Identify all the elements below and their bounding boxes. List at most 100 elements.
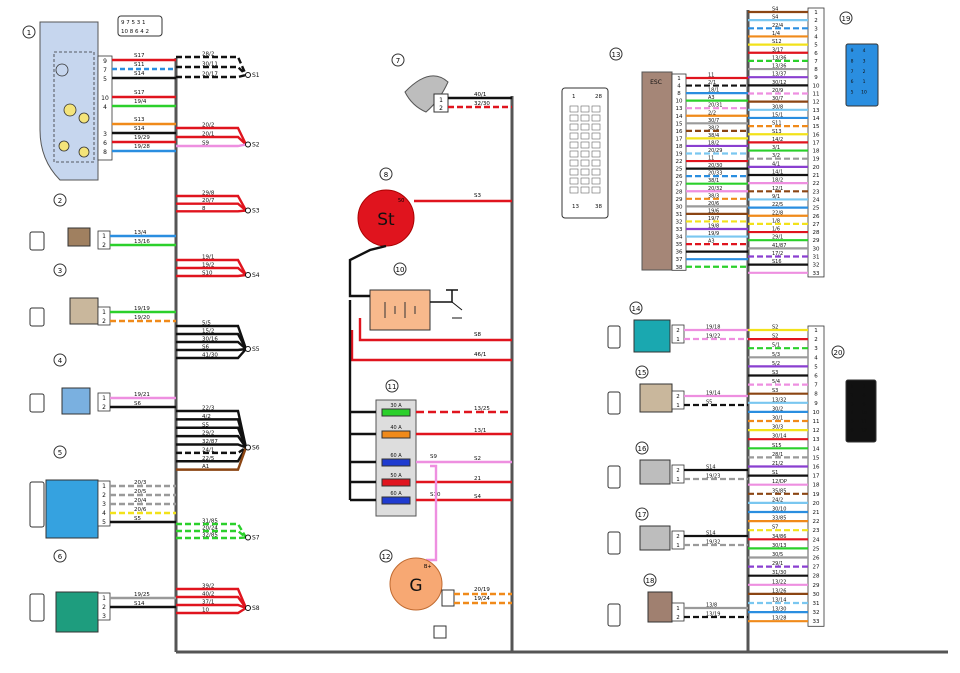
- fuse-rating: 40 A: [390, 425, 402, 431]
- block-pin-number: 29: [813, 583, 820, 589]
- block-wire-label: 30/3: [772, 425, 783, 431]
- pin-cell: [580, 168, 590, 176]
- block-pin-number: 21: [813, 510, 820, 516]
- block-wire-label: 30/10: [772, 507, 786, 513]
- svg-text:S14: S14: [134, 71, 145, 77]
- block-pin-number: 30: [813, 592, 820, 598]
- pin-number: 2: [102, 318, 106, 325]
- esc-wire-label: 18/2: [708, 140, 719, 146]
- block-connector-icon: [845, 379, 877, 443]
- svg-text:4: 4: [103, 104, 107, 111]
- block-wire-label: 3/17: [772, 47, 783, 53]
- component-number: 19: [842, 15, 851, 23]
- svg-text:6: 6: [103, 140, 107, 147]
- component-number-badge: [635, 441, 649, 455]
- pin-number: 4: [102, 510, 106, 517]
- splice-node: [245, 207, 251, 214]
- block-pin-number: 29: [813, 238, 820, 244]
- component-body: [633, 319, 671, 353]
- pin-number: 2: [676, 615, 680, 621]
- esc-wire-label: 20/32: [708, 186, 722, 192]
- splice-wire: [176, 443, 247, 449]
- component-number: 14: [632, 305, 641, 313]
- block-wire-label: 5/4: [772, 379, 780, 385]
- wire-label: 19/20: [134, 315, 150, 321]
- splice-wire: [176, 65, 247, 76]
- connector-icon: [607, 325, 621, 349]
- pin-cell: [591, 123, 601, 131]
- esc-wire-label: 20/30: [708, 163, 722, 169]
- connector-pin-number: 8: [863, 393, 866, 399]
- svg-text:19/4: 19/4: [134, 99, 147, 105]
- pin-number: 1: [102, 483, 106, 490]
- svg-text:19/28: 19/28: [134, 144, 150, 150]
- esc-pin-number: 35: [676, 242, 683, 248]
- block-wire-label: 13/36: [772, 64, 786, 70]
- pin-cell: [591, 105, 601, 113]
- block-pin-number: 2: [814, 337, 818, 343]
- svg-text:S11: S11: [134, 62, 145, 68]
- connector-pin-number: 6: [851, 427, 854, 433]
- esc-wire-label: 20/29: [708, 148, 722, 154]
- svg-text:S13: S13: [134, 117, 145, 123]
- connector-pin-number: 7: [863, 384, 866, 390]
- pin-cell: [569, 168, 579, 176]
- pin-number: 1: [572, 94, 576, 100]
- esc-pin-number: 26: [676, 174, 683, 180]
- block-wire-label: 13/22: [772, 579, 786, 585]
- esc-wire-label: A3: [708, 239, 715, 245]
- pin-number: 1: [102, 395, 106, 402]
- pin-cell: [580, 186, 590, 194]
- connector-pin-number: 2: [851, 393, 854, 399]
- splice-node: [245, 72, 251, 78]
- block-pin-number: 6: [814, 51, 818, 57]
- splice-node: [245, 141, 251, 148]
- pin-cell: [569, 114, 579, 122]
- block-wire-label: 22/8: [772, 210, 783, 216]
- wire-label: S6: [134, 401, 141, 407]
- esc-wire-label: 19/7: [708, 216, 719, 222]
- block-pin-number: 25: [813, 206, 820, 212]
- splice-wire-label: 40/2: [202, 592, 214, 598]
- esc-wire-label: 38/4: [708, 133, 719, 139]
- pin-cell: [591, 159, 601, 167]
- block-wire-label: S3: [772, 388, 778, 394]
- block-pin-number: 1: [814, 328, 818, 334]
- splice-wire-label: 41/30: [202, 353, 218, 359]
- esc-wire-label: 19/6: [708, 208, 719, 214]
- wire-label: 13/4: [134, 230, 147, 236]
- splice-wire-label: 37/1: [202, 600, 214, 606]
- esc-pin-number: 36: [676, 250, 683, 256]
- splice-wire-label: 10: [202, 608, 209, 614]
- splice-wire: [176, 143, 247, 148]
- splice-wire-label: 32/85: [202, 533, 218, 539]
- component-number-badge: [635, 365, 649, 379]
- block-wire-label: 1/8: [772, 218, 780, 224]
- pin-number: 1: [102, 595, 106, 602]
- splice-wire-label: 22/5: [202, 456, 215, 462]
- block-pin-number: 9: [814, 75, 818, 81]
- block-wire-label: S2: [772, 325, 778, 331]
- pin-cell: [580, 150, 590, 158]
- splice-wire-label: S5: [202, 422, 209, 428]
- esc-pin-number: 30: [676, 204, 683, 210]
- connector-pin-number: 3: [863, 58, 866, 64]
- splice-wire: [176, 209, 247, 213]
- block-wire-label: 4/1: [772, 161, 780, 167]
- wire-label: 19/32: [706, 540, 720, 546]
- connector-block-20: 201S22S235/145/355/26S375/48S3913/321030…: [748, 325, 877, 627]
- esc-wire-label: 2/1: [708, 80, 716, 86]
- svg-text:9: 9: [103, 58, 107, 65]
- esc-pin-number: 1: [677, 76, 681, 82]
- splice-wire-label: 20/24: [202, 526, 218, 532]
- component-number: 4: [58, 357, 63, 365]
- block-wire-label: 5/2: [772, 361, 780, 367]
- block-pin-number: 22: [813, 181, 820, 187]
- block-wire-label: 33/85: [772, 516, 786, 522]
- esc-pin-number: 27: [676, 182, 683, 188]
